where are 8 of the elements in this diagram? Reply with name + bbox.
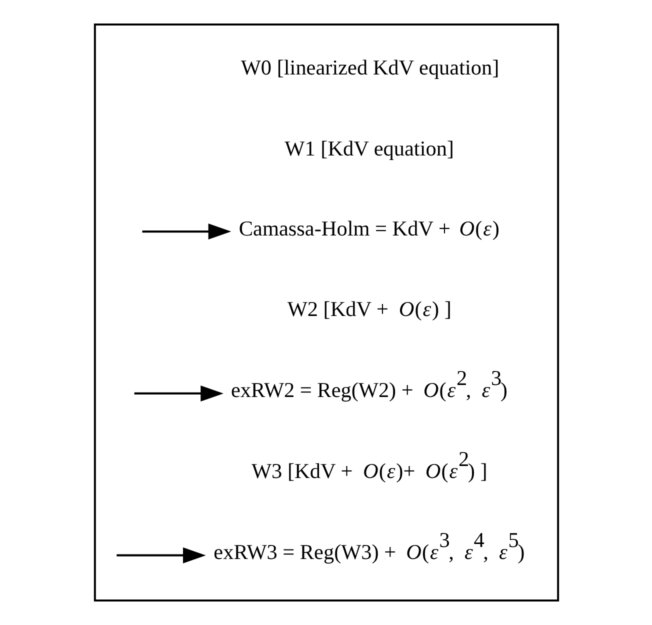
arrow [134,385,223,402]
cluster [93,24,559,602]
arrow [116,547,206,564]
node-text: Camassa-Holm = KdV + O(ε) [238,216,499,240]
node-text: W0 [linearized KdV equation] [240,56,499,80]
node-text: W2 [KdV + O(ε) ] [286,297,451,322]
node-text: W1 [KdV equation] [284,136,454,161]
arrow [142,224,231,240]
